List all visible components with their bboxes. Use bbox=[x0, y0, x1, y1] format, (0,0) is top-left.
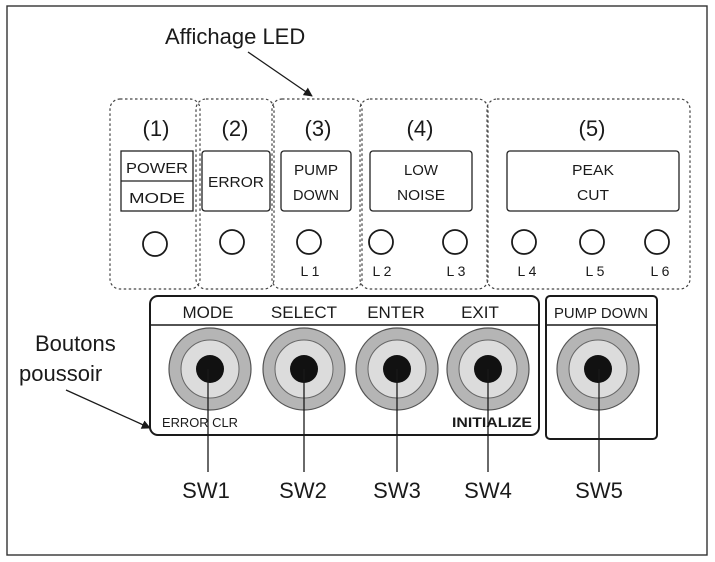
led-l2 bbox=[368, 229, 394, 255]
error-label-box bbox=[201, 150, 271, 212]
sw1-button[interactable] bbox=[168, 327, 252, 411]
low-noise-label-box bbox=[369, 150, 473, 212]
led-group-3-number: (3) bbox=[305, 116, 332, 141]
mode-label: MODE bbox=[129, 190, 185, 207]
power-mode-led bbox=[142, 231, 168, 257]
led-group-2-number: (2) bbox=[222, 116, 249, 141]
led-group-5-box bbox=[486, 98, 691, 290]
peak-label: PEAK bbox=[572, 162, 614, 179]
led-l5 bbox=[579, 229, 605, 255]
led-group-1-number: (1) bbox=[143, 116, 170, 141]
led-l3-label: L 3 bbox=[447, 263, 466, 279]
sw4-label: SW4 bbox=[464, 478, 512, 503]
noise-label: NOISE bbox=[397, 187, 445, 204]
led-l6 bbox=[644, 229, 670, 255]
led-group-5-number: (5) bbox=[579, 116, 606, 141]
pump-down-panel bbox=[545, 295, 658, 440]
pump-label: PUMP bbox=[294, 162, 338, 179]
sw2-label: SW2 bbox=[279, 478, 327, 503]
down-label: DOWN bbox=[293, 187, 339, 204]
select-button-label: SELECT bbox=[271, 303, 337, 322]
led-display-annotation: Affichage LED bbox=[165, 24, 305, 49]
pump-down-button-label: PUMP DOWN bbox=[554, 305, 648, 322]
peak-cut-label-box bbox=[506, 150, 680, 212]
buttons-annotation-arrow bbox=[65, 389, 151, 429]
led-l1-label: L 1 bbox=[301, 263, 320, 279]
sw5-button[interactable] bbox=[556, 327, 640, 411]
led-l4 bbox=[511, 229, 537, 255]
sw3-label: SW3 bbox=[373, 478, 421, 503]
power-label: POWER bbox=[126, 160, 188, 177]
led-l1 bbox=[296, 229, 322, 255]
enter-button-label: ENTER bbox=[367, 303, 425, 322]
led-group-1-box bbox=[109, 98, 201, 290]
push-button-panel bbox=[149, 295, 540, 436]
outer-frame bbox=[6, 5, 708, 556]
led-l4-label: L 4 bbox=[518, 263, 537, 279]
led-l6-label: L 6 bbox=[651, 263, 670, 279]
led-display-arrow bbox=[247, 51, 313, 97]
led-group-3-box bbox=[271, 98, 363, 290]
exit-button-label: EXIT bbox=[461, 303, 499, 322]
initialize-label: INITIALIZE bbox=[452, 414, 532, 430]
cut-label: CUT bbox=[577, 187, 609, 204]
buttons-annotation-line1: Boutons bbox=[35, 331, 116, 356]
error-clr-label: ERROR CLR bbox=[162, 415, 238, 430]
sw1-label: SW1 bbox=[182, 478, 230, 503]
pump-down-label-box bbox=[280, 150, 352, 212]
led-l3 bbox=[442, 229, 468, 255]
led-group-4-number: (4) bbox=[407, 116, 434, 141]
error-label: ERROR bbox=[208, 174, 264, 191]
buttons-annotation-line2: poussoir bbox=[19, 361, 102, 386]
mode-button-label: MODE bbox=[183, 303, 234, 322]
led-l2-label: L 2 bbox=[373, 263, 392, 279]
led-l5-label: L 5 bbox=[586, 263, 605, 279]
error-led bbox=[219, 229, 245, 255]
low-label: LOW bbox=[404, 162, 439, 179]
sw5-label: SW5 bbox=[575, 478, 623, 503]
